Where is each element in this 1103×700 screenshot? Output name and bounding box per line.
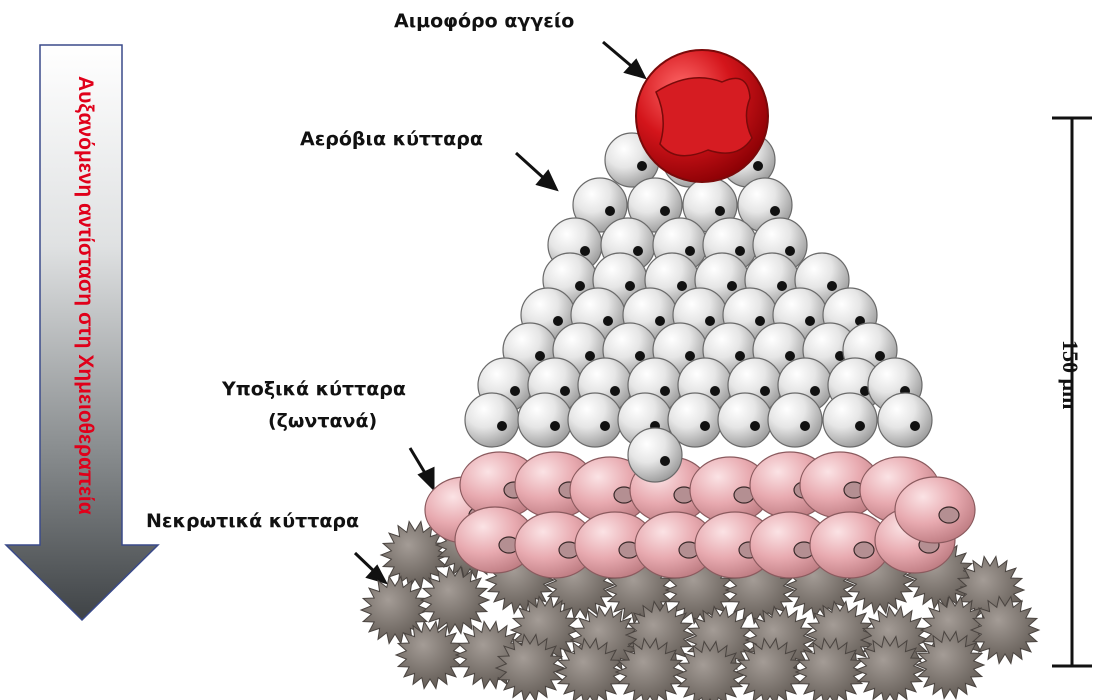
aerobic-pointer-arrow — [516, 153, 556, 189]
aerobic-cell — [718, 393, 772, 447]
aerobic-cell — [628, 428, 682, 482]
blood-vessel-label: Αιμοφόρο αγγείο — [394, 10, 574, 34]
necrotic-pointer-arrow — [355, 553, 385, 582]
scale-bar-label: 150 μm — [1050, 290, 1090, 460]
chemo-resistance-label: Αυξανόμενη αντίσταση στη Χημειοθεραπεία — [45, 60, 125, 530]
aerobic-cell — [465, 393, 519, 447]
hypoxic-cell — [895, 477, 975, 543]
aerobic-cell — [518, 393, 572, 447]
aerobic-cell — [823, 393, 877, 447]
necrotic-cells-label: Νεκρωτικά κύτταρα — [146, 510, 359, 534]
hypoxic-cells-label-line1: Υποξικά κύτταρα — [222, 378, 406, 402]
aerobic-cell — [878, 393, 932, 447]
red-blood-cell-shape — [656, 78, 752, 156]
blood-vessel — [636, 50, 768, 182]
aerobic-cell — [768, 393, 822, 447]
aerobic-cell — [568, 393, 622, 447]
aerobic-cells-label: Αερόβια κύτταρα — [300, 128, 483, 152]
hypoxic-pointer-arrow — [410, 448, 433, 488]
vessel-pointer-arrow — [603, 42, 644, 77]
hypoxic-cells-label-line2: (ζωντανά) — [268, 410, 377, 434]
hypoxic-cell-layer — [425, 452, 975, 578]
aerobic-cell-layer — [465, 133, 932, 482]
